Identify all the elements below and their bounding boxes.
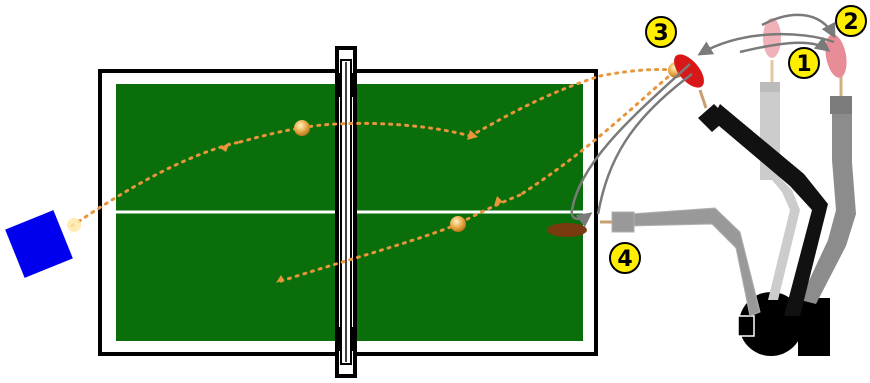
ball-first-bounce	[294, 120, 310, 136]
paddle-brown	[547, 223, 587, 237]
step-label-2: 2	[843, 10, 858, 35]
step-label-4: 4	[617, 247, 632, 272]
step-badge-1: 1	[789, 48, 819, 78]
step-label-1: 1	[796, 52, 811, 77]
step-badge-3: 3	[646, 17, 676, 47]
step-label-3: 3	[653, 21, 668, 46]
ball-return-bounce	[450, 216, 466, 232]
step-badge-4: 4	[610, 243, 640, 273]
ball-launcher-icon	[5, 210, 73, 278]
ball-at-launcher	[67, 218, 81, 232]
step-badge-2: 2	[836, 6, 866, 36]
net	[337, 48, 355, 376]
